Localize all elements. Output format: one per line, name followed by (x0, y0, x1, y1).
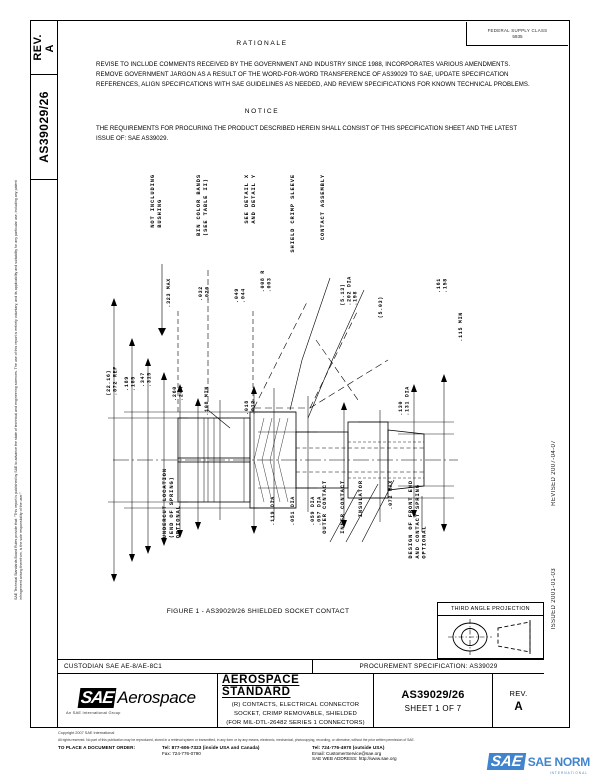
aerospace-wordmark: Aerospace (117, 687, 196, 707)
title-block-docnumber: AS39029/26 SHEET 1 OF 7 (374, 674, 492, 728)
dim-260-244: .260 .244 (172, 386, 185, 401)
callout-front-end-design: DESIGN OF FRONT END AND CONTACT SPRING O… (408, 480, 428, 559)
third-angle-symbol-icon (448, 619, 531, 655)
dim-161-158: .161 .158 (436, 278, 449, 293)
rev-tab-label: REV. (32, 33, 44, 61)
dim-115-min: .115 MIN (458, 312, 464, 342)
dim-018-012: .018 .012 (244, 400, 257, 415)
fsc-label: FEDERAL SUPPLY CLASS (487, 28, 548, 33)
dim-323-max: .323 MAX (166, 278, 172, 308)
order-row-2: Fax: 724-776-0790 Email: CustomerService… (58, 751, 558, 756)
title-line-3: (FOR MIL-DTL-26482 SERIES 1 CONNECTORS) (226, 720, 365, 727)
document-number: AS39029/26 (401, 689, 465, 701)
sae-disclaimer: SAE Technical Standards Board Rules prov… (14, 180, 28, 600)
dim-059-dia: .059 DIA .057 DIA (310, 496, 323, 526)
notice-body: THE REQUIREMENTS FOR PROCURING THE PRODU… (96, 125, 517, 142)
page-footer: Copyright 2007 SAE International All rig… (58, 731, 558, 761)
sae-logo-mark: SAE (77, 687, 117, 708)
revision-value: A (514, 701, 523, 713)
tel-inside: Tel: 877-606-7323 (inside USA and Canada… (162, 745, 260, 751)
order-label: TO PLACE A DOCUMENT ORDER: (58, 745, 136, 751)
copyright-line: Copyright 2007 SAE International (58, 731, 115, 735)
custodian-label: CUSTODIAN SAE AE-8/AE-8C1 (58, 660, 313, 673)
rev-tab: REV. A (30, 20, 58, 75)
callout-contact-assembly: CONTACT ASSEMBLY (320, 174, 326, 241)
dim-049-044: .049 .044 (234, 288, 247, 303)
sae-norm-watermark: SAE SAE NORM INTERNATIONAL (486, 753, 591, 775)
callout-not-including-bushing: NOT INCLUDING BUSHING (150, 174, 163, 228)
rights-line: All rights reserved. No part of this pub… (58, 737, 415, 742)
dim-108-min: .108 MIN (204, 386, 210, 416)
dim-072-max: .072 MAX (388, 480, 394, 510)
title-block: SAE Aerospace An SAE International Group… (58, 674, 544, 728)
callout-bin-color-bands: BIN COLOR BANDS (SEE TABLE II) (196, 174, 209, 237)
rationale-body: REVISE TO INCLUDE COMMENTS RECEIVED BY T… (96, 61, 530, 88)
figure-caption: FIGURE 1 - AS39029/26 SHIELDED SOCKET CO… (166, 608, 350, 615)
dim-119-dia: .119 DIA (270, 496, 276, 526)
tab-blank-area (30, 180, 58, 728)
order-row-1: TO PLACE A DOCUMENT ORDER: Tel: 877-606-… (58, 745, 558, 750)
revised-date: REVISED 2007-04-07 (551, 440, 557, 506)
web-label: SAE WEB ADDRESS: (312, 756, 358, 762)
callout-insulator: INSULATOR (358, 480, 364, 518)
dim-overall-ref: (22.16) .872 REF (106, 366, 119, 396)
custodian-row: CUSTODIAN SAE AE-8/AE-8C1 PROCUREMENT SP… (58, 659, 544, 674)
third-angle-projection-box: THIRD ANGLE PROJECTION (437, 602, 544, 659)
sheet-number: SHEET 1 OF 7 (404, 704, 462, 713)
dim-130-131-dia: .130 .131 DIA (398, 386, 411, 416)
watermark-text: SAE NORM (527, 754, 591, 769)
third-angle-label: THIRD ANGLE PROJECTION (438, 603, 543, 616)
revision-strip: REVISED 2007-04-07 ISSUED 2001-01-03 (545, 440, 567, 670)
web-address-row: SAE WEB ADDRESS: http://www.sae.org (312, 756, 482, 761)
sae-aerospace-logo: SAE Aerospace An SAE International Group (58, 674, 218, 728)
title-block-revision: REV. A (492, 674, 544, 728)
spec-number-tab-label: AS39029/26 (37, 91, 51, 163)
title-block-title: AEROSPACE STANDARD (R) CONTACTS, ELECTRI… (218, 674, 374, 728)
watermark-subtext: INTERNATIONAL (549, 771, 588, 775)
sae-logo-tagline: An SAE International Group (66, 709, 121, 715)
dim-051-dia: .051 DIA (290, 496, 296, 526)
dim-503: (5.03) (378, 296, 384, 319)
dim-347-315: .347 .315 (140, 372, 153, 387)
drawing-frame (30, 20, 570, 728)
dim-189-185: .189 .185 (124, 376, 137, 391)
dim-032-026: .032 .026 (198, 286, 211, 301)
callout-see-detail: SEE DETAIL X AND DETAIL Y (244, 174, 257, 224)
tel-outside: Tel: 724-776-4970 (outside USA) (312, 745, 385, 751)
fax-number: Fax: 724-776-0790 (162, 751, 201, 757)
callout-inner-contact: INNER CONTACT (340, 480, 346, 534)
watermark-badge: SAE (486, 753, 526, 770)
issued-date: ISSUED 2001-01-03 (551, 568, 557, 630)
order-row-3: SAE WEB ADDRESS: http://www.sae.org (58, 756, 558, 761)
callout-undercut-location: UNDERCUT LOCATION (END OF SPRING) OPTION… (162, 468, 182, 539)
web-label-spacer2 (162, 756, 312, 761)
callout-shield-crimp-sleeve: SHIELD CRIMP SLEEVE (290, 174, 296, 253)
contact-drawing-svg (108, 264, 458, 582)
web-address[interactable]: http://www.sae.org (358, 756, 397, 762)
procurement-spec: PROCUREMENT SPECIFICATION: AS39029 (359, 663, 498, 670)
title-line-1: (R) CONTACTS, ELECTRICAL CONNECTOR (231, 701, 360, 708)
dim-202-198-dia: (5.13) .202 DIA .198 (340, 276, 359, 306)
left-tab-column: REV. A AS39029/26 (30, 20, 58, 728)
fsc-value: 5935 (512, 34, 523, 39)
spec-number-tab: AS39029/26 (30, 75, 58, 180)
technical-drawing: NOT INCLUDING BUSHING BIN COLOR BANDS (S… (58, 160, 544, 630)
aerospace-standard-heading: AEROSPACE STANDARD (222, 673, 300, 698)
email-address: Email: CustomerService@sae.org (312, 751, 382, 757)
rev-tab-value: A (44, 43, 56, 53)
revision-label: REV. (509, 689, 528, 698)
callout-outer-contact: OUTER CONTACT (322, 480, 328, 534)
sae-disclaimer-text: SAE Technical Standards Board Rules prov… (14, 179, 24, 600)
notice-heading: NOTICE (244, 108, 280, 115)
web-label-spacer (58, 756, 162, 761)
title-line-2: SOCKET, CRIMP REMOVABLE, SHIELDED (234, 710, 357, 717)
rationale-heading: RATIONALE (236, 40, 288, 47)
federal-supply-class-box: FEDERAL SUPPLY CLASS 5935 (466, 22, 568, 46)
dim-008-003r: .008 R .003 (260, 270, 273, 293)
